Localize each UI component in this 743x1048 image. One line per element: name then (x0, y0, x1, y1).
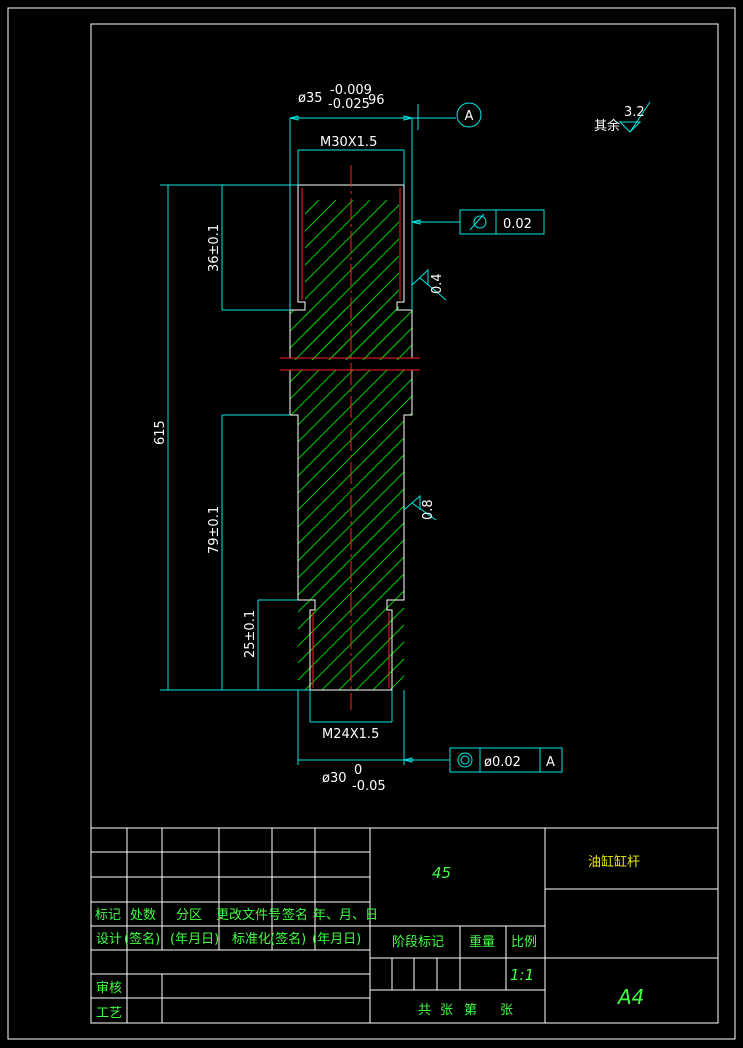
sheet-no-label: 第 (464, 1003, 477, 1018)
sheet-size: A4 (616, 985, 644, 1009)
roughness-upper-value: 0.4 (430, 273, 445, 294)
datum-a-bubble (456, 102, 482, 128)
bottom-thread-label: M24X1.5 (322, 727, 379, 742)
review-label: 审核 (96, 981, 122, 996)
part-name: 油缸缸杆 (588, 854, 640, 870)
top-thread-label: M30X1.5 (320, 135, 377, 150)
roughness-general-value: 3.2 (624, 105, 645, 120)
date-label: 年、月、日 (313, 908, 378, 923)
process-label: 工艺 (96, 1006, 122, 1021)
bottom-diameter-label: ø30 (322, 771, 347, 786)
ratio-label: 比例 (511, 935, 537, 950)
outer-diameter-label: ø35 (298, 91, 323, 106)
sign2-label: (签名) (270, 931, 306, 947)
zone-label: 分区 (176, 908, 202, 923)
datum-a-label: A (465, 109, 474, 124)
outer-tol-upper: -0.009 (330, 83, 372, 98)
lower-length-label: 79±0.1 (207, 506, 222, 554)
scale-value: 1:1 (510, 966, 534, 984)
coaxiality-frame (449, 747, 563, 773)
signature-label: 签名 (282, 907, 308, 923)
outer-tol-lower: -0.025 (328, 97, 370, 112)
total-length-label: 615 (153, 420, 168, 445)
outer-border (7, 7, 736, 1040)
outer-tol-suffix: 96 (368, 93, 385, 108)
standard-label: 标准化 (232, 932, 271, 947)
top-thread-length-label: 36±0.1 (207, 224, 222, 272)
date2-label: (年月日) (312, 932, 361, 947)
sheet-unit2-label: 张 (500, 1003, 513, 1018)
bottom-thread-length-label: 25±0.1 (243, 610, 258, 658)
design-label: 设计 (96, 932, 122, 947)
bottom-tol-lower: -0.05 (352, 779, 386, 794)
runout-value: 0.02 (503, 217, 532, 232)
sign1-label: (签名) (124, 931, 160, 947)
dimension-lines (160, 101, 651, 765)
inner-border (90, 23, 719, 1024)
date1-label: (年月日) (170, 932, 219, 947)
runout-frame (459, 209, 545, 235)
part-outline (280, 165, 420, 710)
sheet-unit1-label: 张 (440, 1003, 453, 1018)
total-sheets-label: 共 (418, 1003, 431, 1018)
bottom-tol-upper: 0 (354, 763, 362, 778)
coaxiality-value: ø0.02 (484, 755, 521, 770)
material-label: 45 (432, 864, 451, 882)
weight-label: 重量 (469, 934, 495, 950)
stage-mark-label: 阶段标记 (392, 935, 444, 950)
roughness-general-label: 其余 (594, 118, 620, 134)
coaxiality-datum: A (546, 755, 555, 770)
mark-label: 标记 (95, 908, 121, 923)
section-hatching (290, 199, 412, 690)
change-doc-label: 更改文件号 (216, 908, 281, 923)
title-block-grid (91, 827, 718, 1023)
roughness-lower-value: 0.8 (421, 499, 436, 520)
count-label: 处数 (130, 908, 156, 923)
